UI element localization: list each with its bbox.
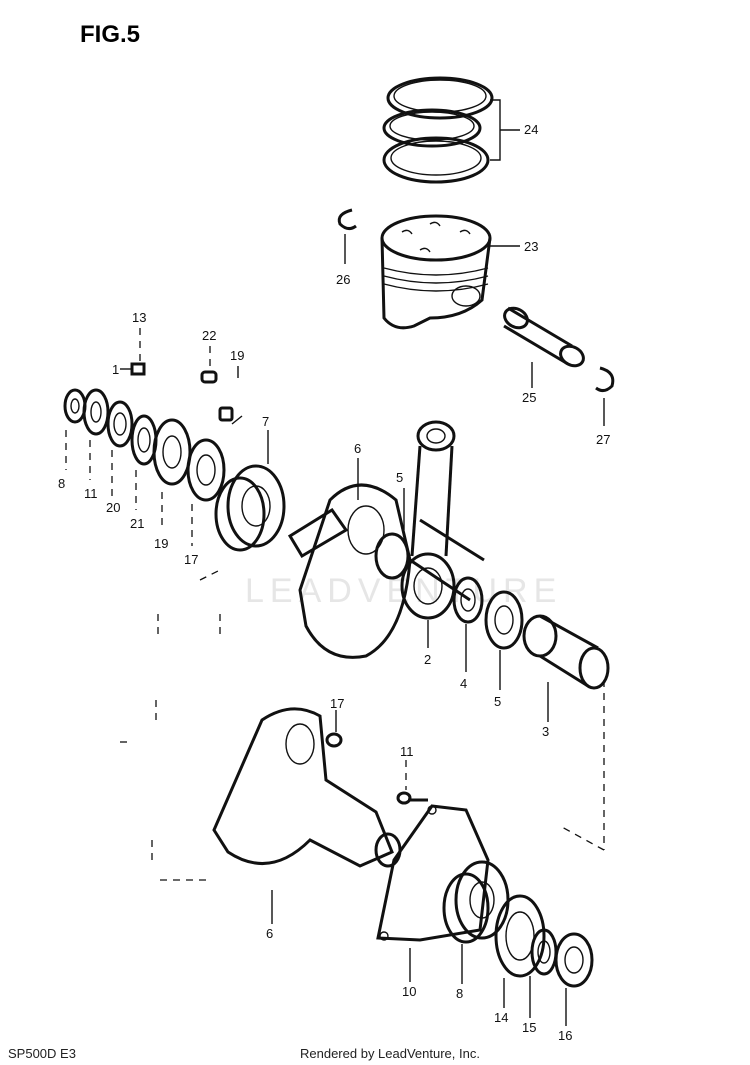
- callout-21: 19: [154, 536, 168, 551]
- circlip-drawing-upper: [337, 208, 357, 264]
- callout-25: 23: [524, 239, 538, 254]
- bearing-drawing-upper: [214, 430, 286, 552]
- callout-17: 16: [558, 1028, 572, 1043]
- callout-5-lower: 5: [494, 694, 501, 709]
- piston-rings-drawing: [382, 76, 520, 184]
- callout-18: 17: [330, 696, 344, 711]
- o-ring-drawing: [325, 710, 343, 748]
- callout-26: 24: [524, 122, 538, 137]
- connecting-rod-drawing: [400, 420, 456, 648]
- nut-drawing: [554, 932, 594, 1026]
- callout-20: 19: [230, 348, 244, 363]
- key-drawing: [200, 346, 243, 425]
- callout-16: 15: [522, 1020, 536, 1035]
- callout-23: 21: [130, 516, 144, 531]
- crankshaft-lower-drawing: [212, 707, 402, 924]
- callout-24: 22: [202, 328, 216, 343]
- callout-4: 4: [460, 676, 467, 691]
- callout-13: 11: [84, 486, 98, 501]
- circlip-drawing-lower: [595, 366, 615, 426]
- screw-drawing: [396, 760, 428, 805]
- callout-7: 6: [266, 926, 273, 941]
- callout-11: 10: [402, 984, 416, 999]
- callout-28-lower: 27: [596, 432, 610, 447]
- assembly-lines: [120, 569, 605, 881]
- retainer-plate-drawing: [376, 804, 490, 982]
- rotor-gear-drawing: [494, 894, 546, 1008]
- callout-27: 25: [522, 390, 536, 405]
- callout-5-upper: 5: [396, 470, 403, 485]
- callout-9: 8: [456, 986, 463, 1001]
- callout-3: 3: [542, 724, 549, 739]
- model-code: SP500D E3: [8, 1046, 76, 1061]
- callout-2: 2: [424, 652, 431, 667]
- figure-title: FIG.5: [80, 21, 140, 48]
- needle-bearing-drawing: [452, 576, 524, 690]
- callout-15: 14: [494, 1010, 508, 1025]
- piston-drawing: [380, 214, 520, 330]
- credit-line: Rendered by LeadVenture, Inc.: [300, 1046, 480, 1061]
- piston-pin-drawing: [503, 306, 585, 388]
- callout-14: 13: [132, 310, 146, 325]
- callout-12: 11: [400, 744, 414, 759]
- crankshaft-drawing: [287, 458, 485, 659]
- callout-1: 1: [112, 362, 119, 377]
- callout-labels: 24 23 26 25 27 13 1 22 19 7 6 5 8 11 20 …: [58, 122, 610, 1043]
- callout-28-upper: 26: [336, 272, 350, 287]
- callout-19: 17: [184, 552, 198, 567]
- callout-22: 20: [106, 500, 120, 515]
- crank-pin-drawing: [522, 614, 610, 722]
- callout-10: 8: [58, 476, 65, 491]
- bolt-drawing: [120, 328, 146, 376]
- callout-6: 6: [354, 441, 361, 456]
- gear-stack-drawing: [63, 388, 226, 546]
- callout-8: 7: [262, 414, 269, 429]
